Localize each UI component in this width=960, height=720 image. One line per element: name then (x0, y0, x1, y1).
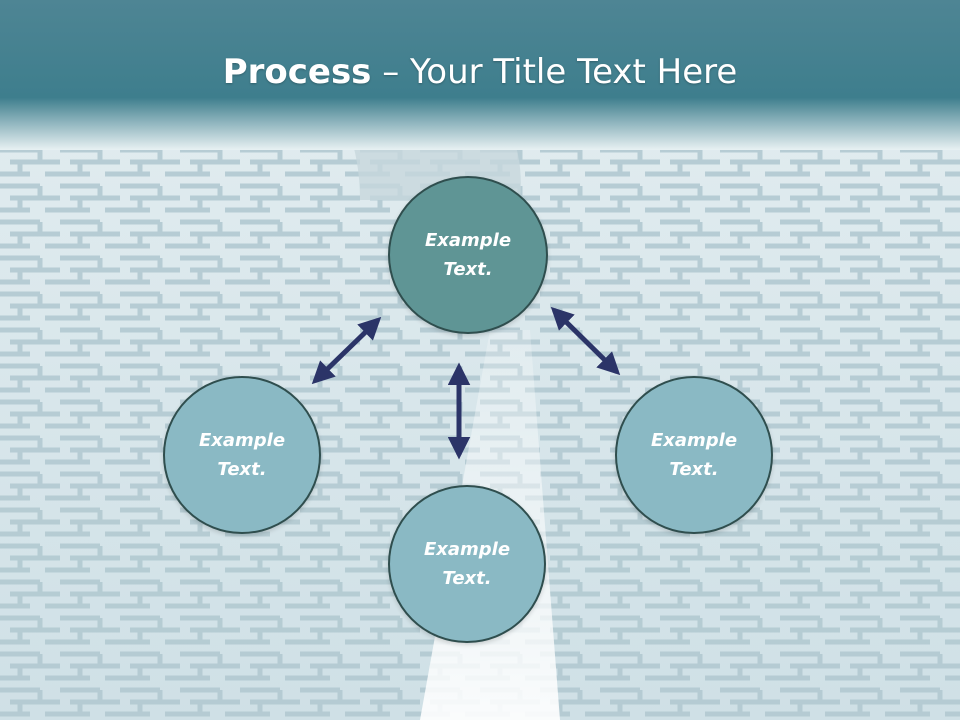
header-band (0, 0, 960, 150)
title-rest: – Your Title Text Here (371, 52, 738, 92)
process-node-top: Example Text. (388, 176, 548, 334)
process-node-bottom: Example Text. (388, 485, 546, 643)
node-text-left: Example Text. (198, 430, 286, 480)
node-text-bottom: Example Text. (423, 539, 511, 589)
slide-title: Process – Your Title Text Here (0, 52, 960, 92)
title-bold: Process (222, 52, 372, 92)
process-node-left: Example Text. (163, 376, 321, 534)
node-text-right: Example Text. (650, 430, 738, 480)
process-node-right: Example Text. (615, 376, 773, 534)
node-text-top: Example Text. (424, 230, 512, 280)
